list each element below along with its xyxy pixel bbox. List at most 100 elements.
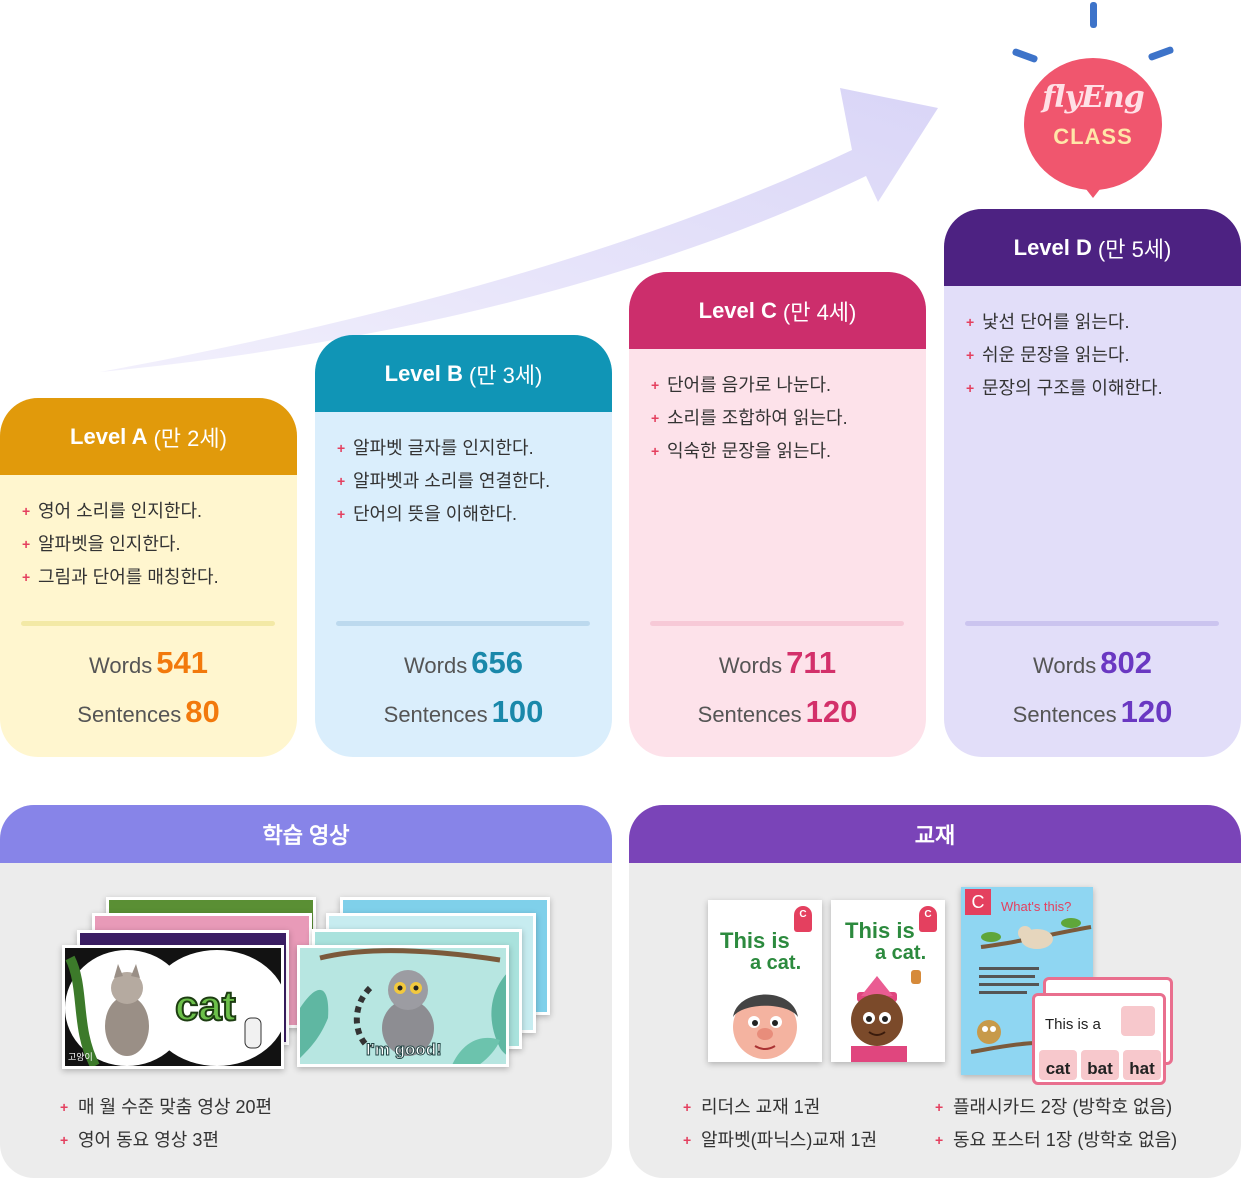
level-age: (만 3세) <box>468 362 543 388</box>
skill-item: 알파벳을 인지한다. <box>22 528 297 561</box>
skill-item: 영어 소리를 인지한다. <box>22 495 297 528</box>
sentences-count: 120 <box>805 694 858 729</box>
textbook-list-right: 플래시카드 2장 (방학호 없음) 동요 포스터 1장 (방학호 없음) <box>935 1091 1177 1157</box>
level-card-c: Level C (만 4세) 단어를 음가로 나눈다. 소리를 조합하여 읽는다… <box>629 272 926 757</box>
sentences-label: Sentences <box>1012 702 1117 727</box>
textbook-list-item: 리더스 교재 1권 <box>683 1091 877 1124</box>
lemur-illustration <box>300 948 506 1064</box>
poster-illustration <box>970 918 1092 1054</box>
book-title-line1: This is <box>720 928 790 953</box>
skill-item: 쉬운 문장을 읽는다. <box>966 339 1241 372</box>
badge-brand-logo: flyEng <box>1042 80 1144 115</box>
level-card-a: Level A (만 2세) 영어 소리를 인지한다. 알파벳을 인지한다. 그… <box>0 398 297 757</box>
thumbnail-phrase: I'm good! <box>366 1040 443 1060</box>
level-header: Level A (만 2세) <box>0 398 297 475</box>
level-divider <box>965 621 1219 626</box>
sentences-count: 100 <box>491 694 544 729</box>
panel-header: 학습 영상 <box>0 805 612 863</box>
video-list-item: 매 월 수준 맞춤 영상 20편 <box>60 1091 272 1124</box>
skill-item: 단어의 뜻을 이해한다. <box>337 498 612 531</box>
learning-videos-panel: 학습 영상 cat 고양이 <box>0 805 612 1178</box>
flashcard-word: cat <box>1039 1050 1077 1080</box>
skill-item: 그림과 단어를 매칭한다. <box>22 561 297 594</box>
skill-item: 알파벳 글자를 인지한다. <box>337 432 612 465</box>
book-level-tag: C <box>919 906 937 932</box>
sentences-count: 120 <box>1120 694 1173 729</box>
level-name: Level B <box>384 360 463 386</box>
sentences-label: Sentences <box>77 702 182 727</box>
words-label: Words <box>718 653 783 678</box>
level-name: Level D <box>1013 234 1092 260</box>
thumbnail-word: cat <box>174 981 237 1030</box>
level-age: (만 4세) <box>782 299 857 325</box>
skill-item: 낯선 단어를 읽는다. <box>966 306 1241 339</box>
level-body: 영어 소리를 인지한다. 알파벳을 인지한다. 그림과 단어를 매칭한다. Wo… <box>0 475 297 757</box>
words-label: Words <box>89 653 153 678</box>
flashcard: This is a cat bat hat <box>1032 993 1166 1085</box>
sentences-label: Sentences <box>697 702 802 727</box>
level-divider <box>650 621 904 626</box>
flashcard-word: hat <box>1123 1050 1161 1080</box>
book-title-line2: a cat. <box>875 942 927 964</box>
video-list-item: 영어 동요 영상 3편 <box>60 1124 272 1157</box>
book-title-line1: This is <box>845 918 915 943</box>
cat-illustration <box>65 950 281 1066</box>
level-divider <box>21 621 275 626</box>
sentences-label: Sentences <box>383 702 488 727</box>
flyeng-class-badge: flyEng CLASS <box>1022 58 1164 198</box>
textbook-list-item: 동요 포스터 1장 (방학호 없음) <box>935 1124 1177 1157</box>
skill-list: 낯선 단어를 읽는다. 쉬운 문장을 읽는다. 문장의 구조를 이해한다. <box>944 286 1241 405</box>
flashcard-word: bat <box>1081 1050 1119 1080</box>
flashcard-sentence: This is a <box>1045 1016 1101 1033</box>
level-name: Level A <box>70 423 148 449</box>
words-count: 711 <box>786 645 837 680</box>
sentences-count: 80 <box>185 694 220 729</box>
video-thumbnail-cat: cat 고양이 <box>62 945 284 1069</box>
level-card-d: Level D (만 5세) 낯선 단어를 읽는다. 쉬운 문장을 읽는다. 문… <box>944 209 1241 757</box>
boy-illustration <box>733 994 798 1059</box>
video-thumbnail-lemur: I'm good! <box>297 945 509 1067</box>
level-header: Level C (만 4세) <box>629 272 926 349</box>
level-body: 단어를 음가로 나눈다. 소리를 조합하여 읽는다. 익숙한 문장을 읽는다. … <box>629 349 926 757</box>
skill-item: 소리를 조합하여 읽는다. <box>651 402 926 435</box>
girl-illustration <box>851 970 921 1062</box>
words-count: 802 <box>1100 645 1152 680</box>
skill-list: 알파벳 글자를 인지한다. 알파벳과 소리를 연결한다. 단어의 뜻을 이해한다… <box>315 412 612 531</box>
panel-header: 교재 <box>629 805 1241 863</box>
skill-item: 단어를 음가로 나눈다. <box>651 369 926 402</box>
book-title-line2: a cat. <box>750 952 802 974</box>
level-age: (만 5세) <box>1097 236 1172 262</box>
badge-ray-top <box>1090 2 1097 28</box>
level-name: Level C <box>698 297 777 323</box>
level-header: Level D (만 5세) <box>944 209 1241 286</box>
poster-title: What's this? <box>1001 899 1072 914</box>
thumbnail-caption: 고양이 <box>68 1052 93 1062</box>
skill-item: 익숙한 문장을 읽는다. <box>651 435 926 468</box>
level-body: 낯선 단어를 읽는다. 쉬운 문장을 읽는다. 문장의 구조를 이해한다. Wo… <box>944 286 1241 757</box>
level-card-b: Level B (만 3세) 알파벳 글자를 인지한다. 알파벳과 소리를 연결… <box>315 335 612 757</box>
alphabet-book: C This is a cat. <box>831 900 945 1062</box>
flashcard-blank <box>1121 1006 1155 1036</box>
words-count: 541 <box>156 645 208 680</box>
words-count: 656 <box>471 645 523 680</box>
badge-class-label: CLASS <box>1053 124 1133 149</box>
poster-level-mark: C <box>965 889 991 915</box>
readers-book: C This is a cat. <box>708 900 822 1062</box>
words-label: Words <box>1033 653 1097 678</box>
textbook-list-left: 리더스 교재 1권 알파벳(파닉스)교재 1권 <box>683 1091 877 1157</box>
skill-item: 문장의 구조를 이해한다. <box>966 372 1241 405</box>
words-label: Words <box>404 653 468 678</box>
video-list: 매 월 수준 맞춤 영상 20편 영어 동요 영상 3편 <box>60 1091 272 1157</box>
badge-pointer <box>1082 184 1104 198</box>
textbook-list-item: 플래시카드 2장 (방학호 없음) <box>935 1091 1177 1124</box>
level-age: (만 2세) <box>153 425 227 451</box>
skill-list: 영어 소리를 인지한다. 알파벳을 인지한다. 그림과 단어를 매칭한다. <box>0 475 297 594</box>
level-body: 알파벳 글자를 인지한다. 알파벳과 소리를 연결한다. 단어의 뜻을 이해한다… <box>315 412 612 757</box>
textbooks-panel: 교재 C This is a cat. C This is a cat. <box>629 805 1241 1178</box>
